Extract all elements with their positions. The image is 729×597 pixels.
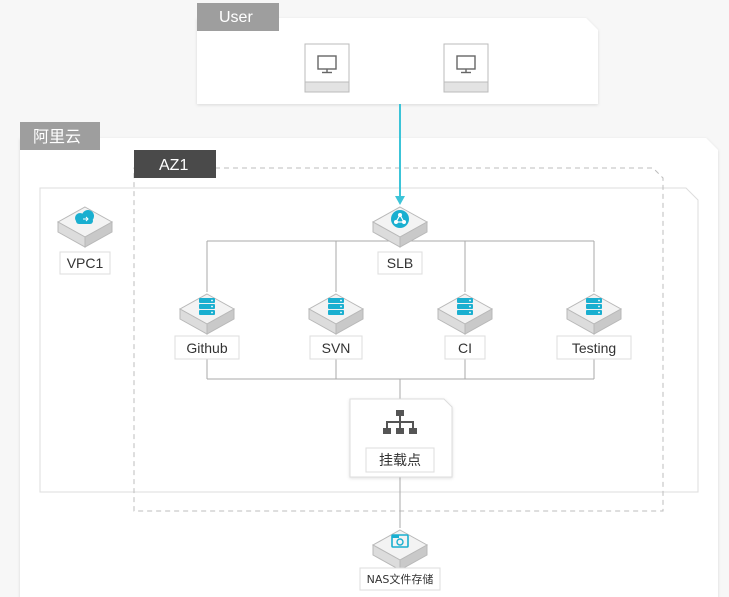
vpc-node[interactable]: VPC1 [57, 206, 113, 275]
server-label: CI [458, 340, 472, 356]
terminal-1[interactable] [304, 43, 350, 93]
hierarchy-icon [383, 410, 417, 434]
server-node-svn[interactable]: SVN [308, 293, 364, 360]
server-label: Testing [572, 340, 616, 356]
cloud-icon [75, 210, 94, 224]
user-tag-label: User [219, 9, 253, 26]
user-group: User [197, 3, 598, 104]
nas-icon [391, 534, 409, 548]
server-label: Github [186, 340, 227, 356]
server-icon [457, 298, 473, 315]
cloud-tag-label: 阿里云 [33, 128, 81, 146]
mount-point-node[interactable]: 挂载点 [349, 398, 453, 478]
mount-point-label: 挂载点 [379, 452, 421, 468]
cloud-tag [20, 122, 100, 150]
server-node-ci[interactable]: CI [437, 293, 493, 360]
load-balancer-icon [391, 210, 409, 228]
server-icon [586, 298, 602, 315]
nas-label: NAS文件存储 [367, 572, 434, 586]
terminal-2[interactable] [443, 43, 489, 93]
server-icon [199, 298, 215, 315]
server-node-github[interactable]: Github [174, 293, 240, 360]
server-icon [328, 298, 344, 315]
server-label: SVN [322, 340, 351, 356]
slb-label: SLB [387, 255, 413, 271]
vpc-label: VPC1 [67, 255, 104, 271]
vpc-panel [39, 187, 699, 493]
nas-node[interactable]: NAS文件存储 [359, 529, 441, 591]
az-tag-label: AZ1 [159, 157, 188, 174]
server-node-testing[interactable]: Testing [556, 293, 632, 360]
slb-node[interactable]: SLB [372, 206, 428, 275]
az-group: AZ1 [133, 150, 664, 512]
user-tag [197, 3, 279, 31]
az-tag [134, 150, 216, 178]
traffic-arrow [395, 104, 405, 205]
